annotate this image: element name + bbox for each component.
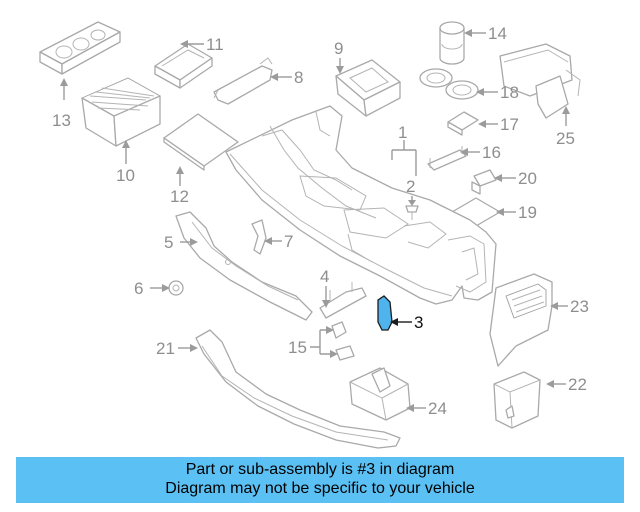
part-2-screw (405, 205, 419, 220)
arrow-10 (122, 140, 130, 148)
arrow-3 (390, 318, 398, 326)
arrow-19 (496, 208, 504, 216)
callout-18: 18 (500, 83, 519, 102)
callout-4: 4 (320, 267, 329, 286)
part-9-bezel (335, 59, 401, 117)
part-16-bracket (427, 146, 467, 171)
arrow-23 (550, 302, 558, 310)
callout-16: 16 (482, 143, 501, 162)
part-4-bracket (319, 282, 367, 319)
callout-1: 1 (398, 123, 407, 142)
part-18-cup-mat (419, 68, 479, 100)
arrow-24 (406, 404, 414, 412)
info-banner: Part or sub-assembly is #3 in diagram Di… (16, 457, 624, 503)
callout-14: 14 (488, 24, 507, 43)
part-8-bracket (213, 57, 273, 105)
callout-15: 15 (288, 338, 307, 357)
callout-6: 6 (134, 279, 143, 298)
callout-12: 12 (170, 187, 189, 206)
arrow-18 (476, 88, 484, 96)
part-10-grille (80, 77, 162, 147)
part-20-clip (471, 169, 497, 195)
arrow-12 (176, 166, 184, 174)
main-console (225, 105, 497, 305)
part-11-tray (154, 43, 213, 89)
leader-1 (391, 140, 417, 176)
callout-7: 7 (284, 232, 293, 251)
part-17-lid (447, 111, 479, 136)
callout-3: 3 (414, 313, 423, 332)
callout-8: 8 (294, 68, 303, 87)
arrow-15a (326, 326, 334, 334)
arrow-4 (322, 300, 330, 308)
part-25-armrest (499, 43, 581, 119)
callout-21: 21 (156, 339, 175, 358)
callout-24: 24 (428, 399, 447, 418)
parts-diagram: 1 2 3 4 5 6 7 8 9 10 11 12 13 14 15 16 1… (39, 21, 589, 449)
banner-line-part: Part or sub-assembly is #3 in diagram (185, 461, 455, 478)
callout-2: 2 (406, 177, 415, 196)
part-14-cup-insert (439, 21, 465, 65)
part-23-rear-vent (489, 273, 553, 367)
arrow-7 (264, 237, 272, 245)
arrow-20 (494, 174, 502, 182)
arrow-8 (270, 73, 278, 81)
part-7-clip (251, 219, 267, 255)
part-3-highlighted (377, 295, 393, 331)
arrow-9 (336, 66, 344, 74)
arrow-17 (478, 120, 486, 128)
arrow-14 (464, 29, 472, 37)
callout-17: 17 (500, 115, 519, 134)
arrow-6 (162, 284, 170, 292)
callout-9: 9 (334, 39, 343, 58)
part-24-shifter (349, 367, 411, 421)
callout-19: 19 (518, 203, 537, 222)
banner-line-disclaimer: Diagram may not be specific to your vehi… (165, 480, 475, 497)
arrow-13 (60, 78, 68, 86)
part-13-switch-panel (39, 21, 121, 75)
callout-22: 22 (568, 375, 587, 394)
arrow-25 (562, 106, 570, 114)
callout-10: 10 (116, 166, 135, 185)
callout-25: 25 (556, 129, 575, 148)
arrow-5 (190, 238, 198, 246)
callout-13: 13 (52, 111, 71, 130)
part-15-clips (331, 321, 355, 361)
arrow-11 (180, 40, 188, 48)
part-22-storage-bin (493, 371, 541, 429)
callout-11: 11 (206, 35, 224, 54)
arrow-16 (460, 148, 468, 156)
part-12-mat (163, 113, 239, 171)
part-6-bolt (168, 280, 184, 296)
arrow-2 (408, 200, 416, 206)
callout-5: 5 (164, 233, 173, 252)
callout-20: 20 (518, 169, 537, 188)
part-21-long-trim (195, 329, 401, 449)
leader-15 (310, 329, 332, 355)
part-5-side-panel (175, 211, 313, 321)
arrow-22 (546, 380, 554, 388)
callout-23: 23 (570, 297, 589, 316)
arrow-15b (330, 350, 338, 358)
arrow-21 (190, 344, 198, 352)
